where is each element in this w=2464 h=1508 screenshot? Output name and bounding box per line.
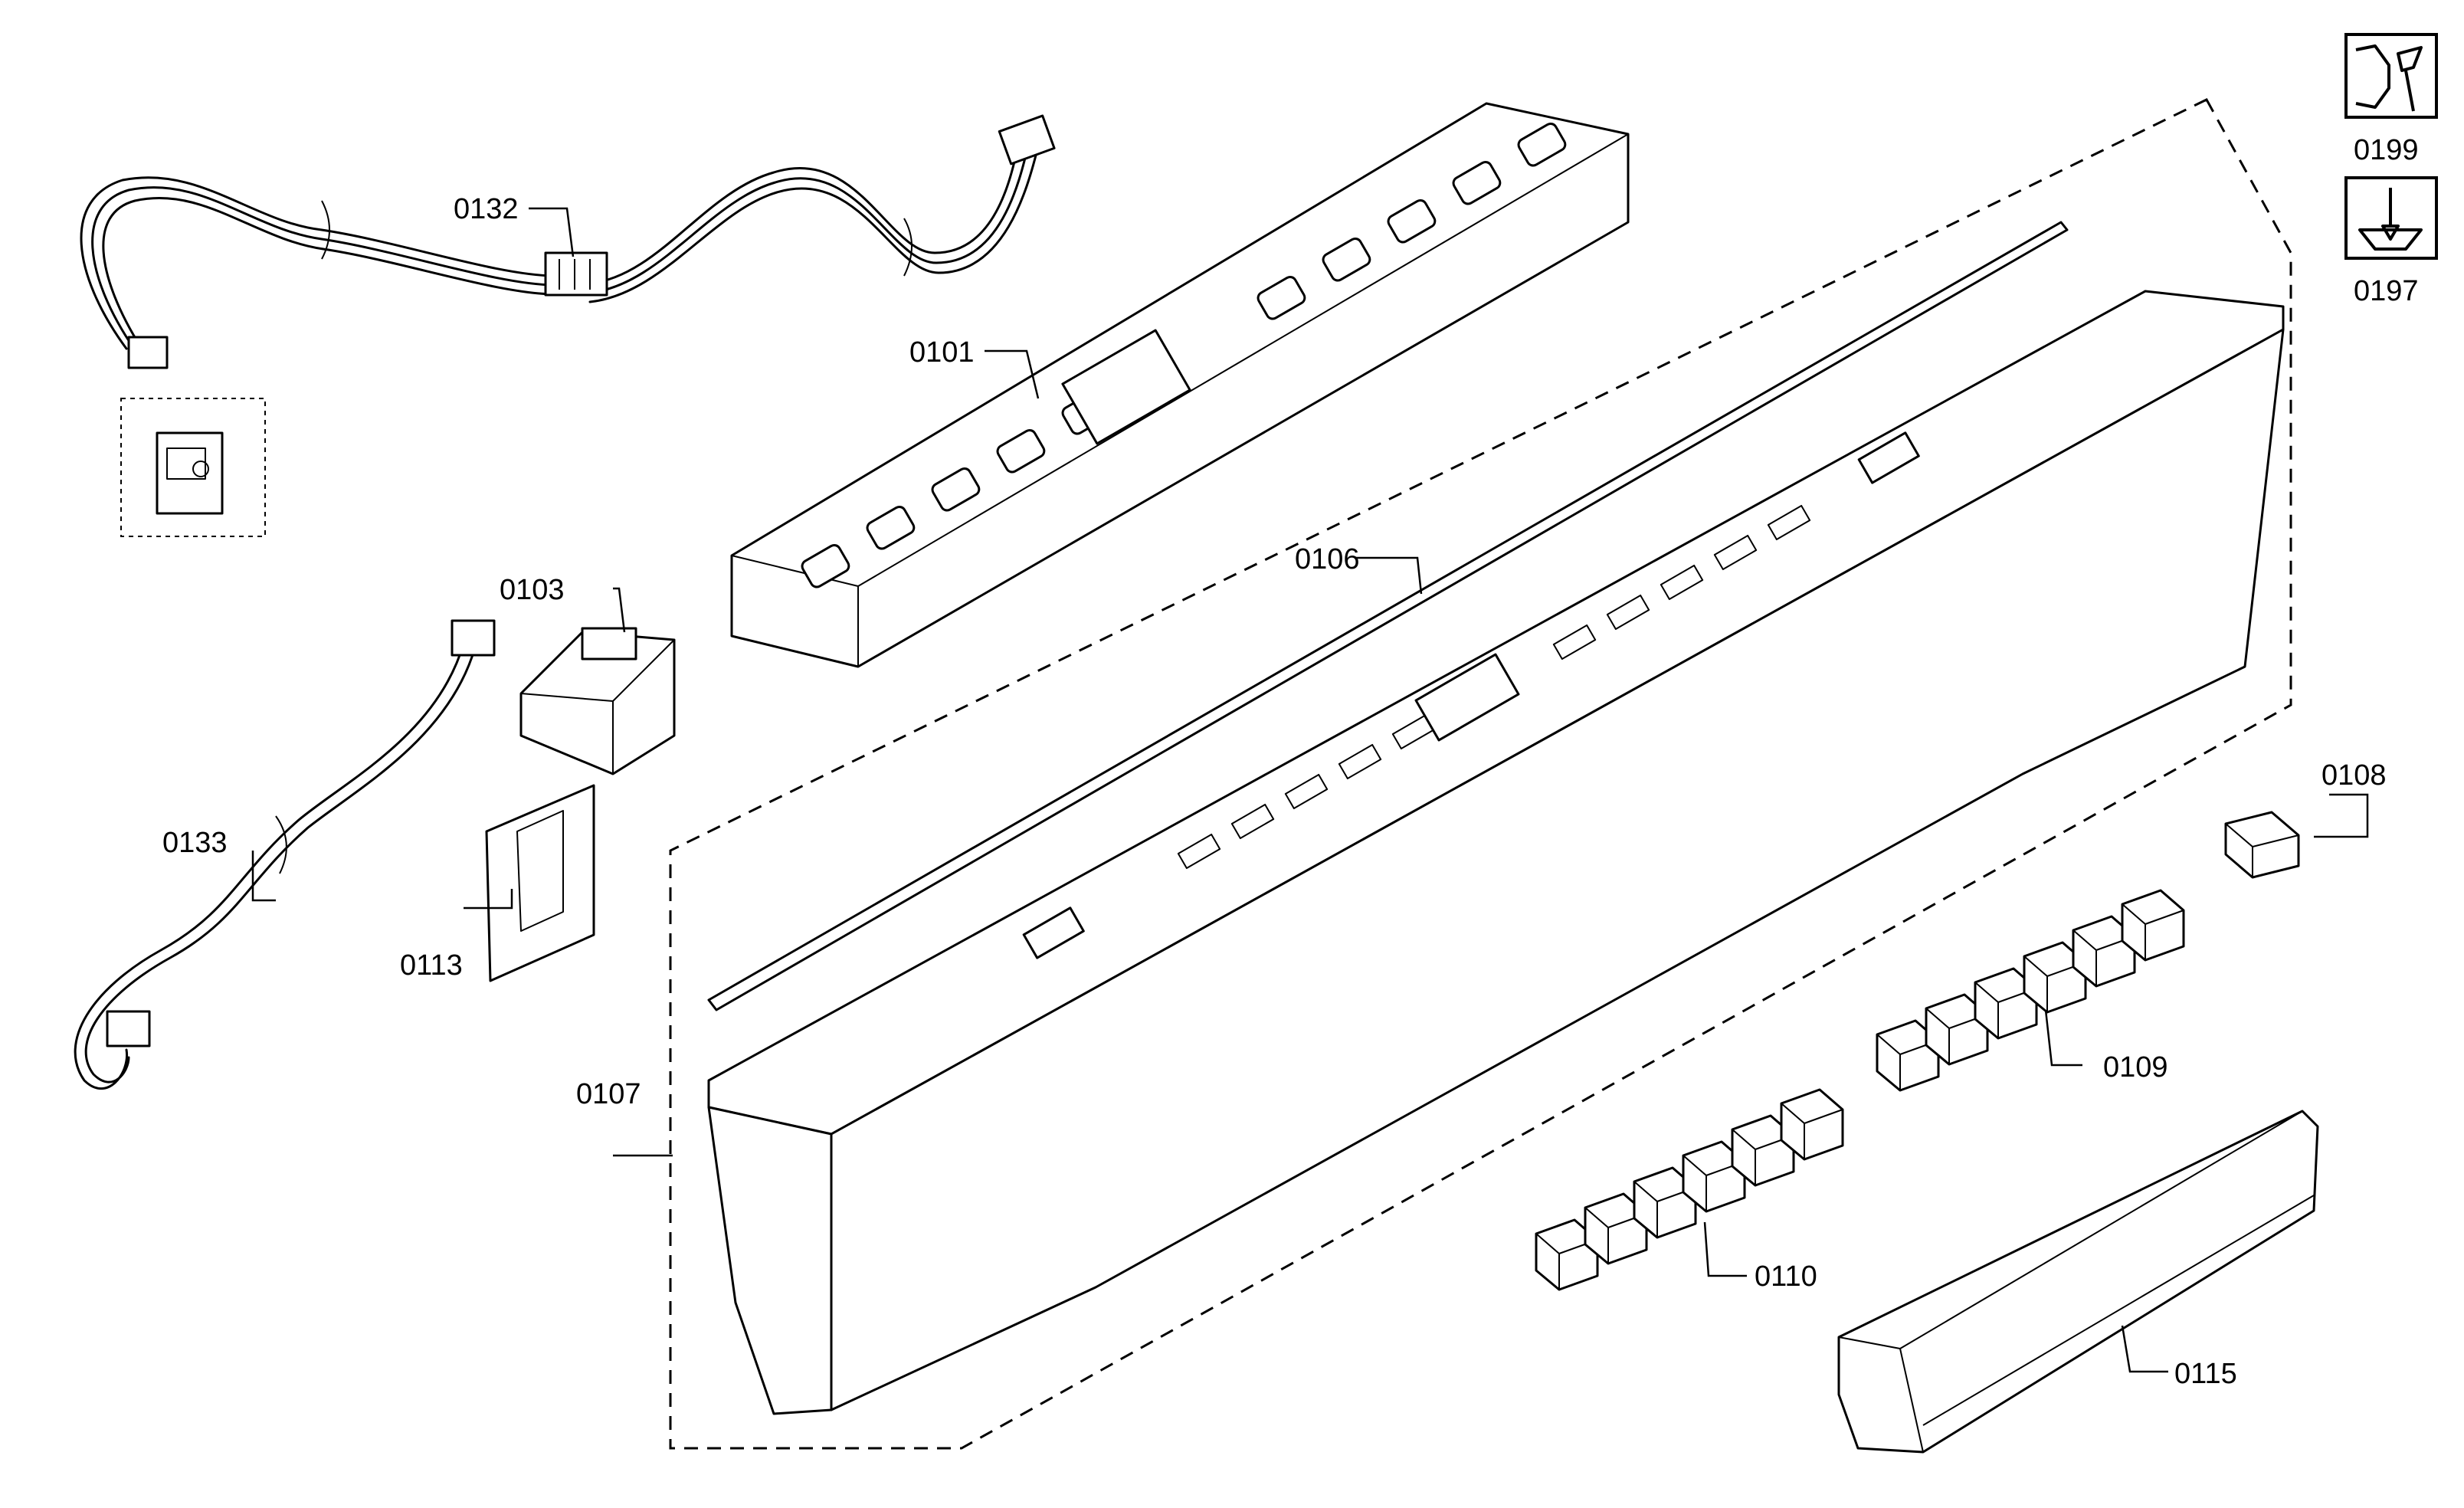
module-button (1517, 122, 1567, 167)
leader-lines (251, 207, 2369, 1373)
label-0133: 0133 (162, 827, 228, 859)
key-cap (1925, 993, 1989, 1066)
label-0132: 0132 (454, 193, 519, 225)
assembly-boundary (669, 98, 2292, 1450)
key-cap (1780, 1088, 1844, 1161)
cover-0115 (1837, 1110, 2319, 1454)
module-button (1452, 160, 1502, 205)
holder-0103 (519, 627, 676, 775)
wiring-harness-0132 (80, 114, 1056, 369)
button-slot (1606, 594, 1650, 631)
module-button (1257, 275, 1306, 320)
cable-0133 (74, 619, 496, 1090)
key-row-0109 (1876, 889, 2185, 1092)
screwdriver-screw-icon (2344, 176, 2438, 260)
module-button (1322, 237, 1371, 282)
button-slot (1660, 564, 1704, 601)
module-button (1387, 198, 1437, 244)
panel-button-slots (1177, 504, 1811, 870)
label-0113: 0113 (400, 949, 463, 982)
module-button (801, 543, 850, 588)
label-0197: 0197 (2354, 275, 2419, 307)
wrench-hex-icon (2344, 33, 2438, 119)
key-cap (2023, 941, 2087, 1014)
button-slot (1177, 833, 1221, 870)
key-cap (1974, 967, 2038, 1040)
module-button (931, 467, 981, 512)
label-0199: 0199 (2354, 134, 2419, 166)
button-slot (1552, 624, 1597, 661)
module-button (996, 428, 1046, 474)
strip-0106 (707, 221, 2069, 1011)
button-slot (1284, 773, 1329, 810)
key-cap (1876, 1019, 1940, 1092)
key-cap (1633, 1166, 1697, 1239)
label-0101: 0101 (909, 336, 975, 369)
label-0107: 0107 (576, 1078, 641, 1110)
module-button (866, 505, 916, 550)
key-cap (1535, 1218, 1599, 1291)
key-cap (1682, 1140, 1746, 1213)
plate-0113 (485, 784, 595, 982)
button-slot (1767, 504, 1811, 541)
key-0108 (2224, 811, 2300, 879)
control-module-0101 (730, 102, 1630, 668)
label-0108: 0108 (2321, 759, 2387, 792)
key-cap (1731, 1114, 1795, 1187)
label-0103: 0103 (500, 574, 565, 606)
key-row-0110 (1535, 1088, 1844, 1291)
button-slot (1713, 534, 1758, 571)
label-0109: 0109 (2103, 1051, 2168, 1083)
label-0106: 0106 (1295, 543, 1360, 575)
button-slot (1230, 803, 1275, 840)
key-cap (1584, 1192, 1648, 1265)
label-0115: 0115 (2174, 1358, 2237, 1390)
connector-detail-inset (120, 398, 266, 537)
key-cap (2121, 889, 2185, 962)
panel-housing-0107 (707, 290, 2285, 1415)
label-0110: 0110 (1755, 1260, 1817, 1293)
key-cap (2072, 915, 2136, 988)
button-slot (1338, 743, 1382, 780)
